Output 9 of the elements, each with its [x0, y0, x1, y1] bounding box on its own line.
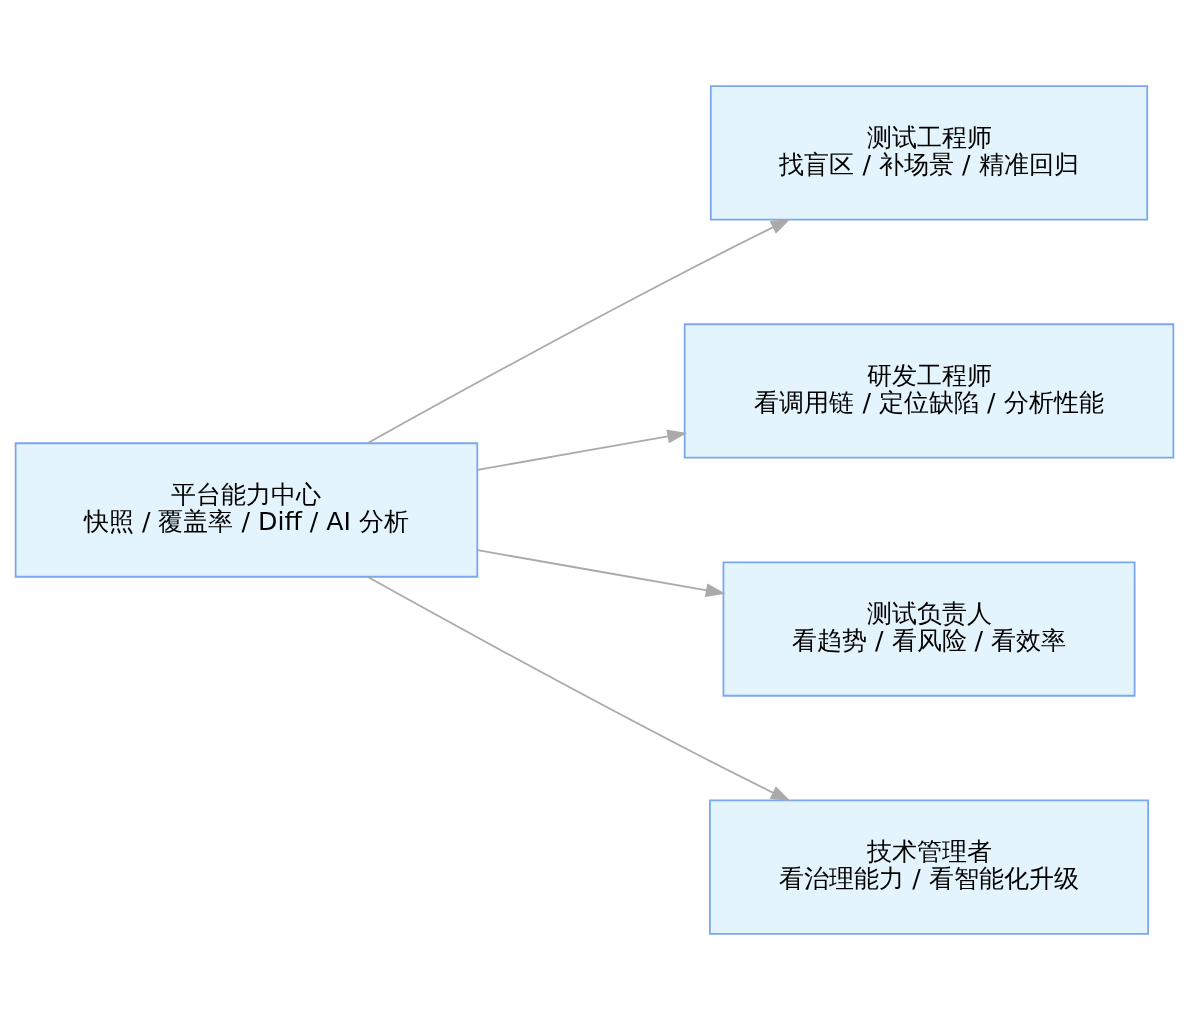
node-box: 测试负责人 看趋势 / 看风险 / 看效率: [722, 561, 1136, 697]
node-box: 技术管理者 看治理能力 / 看智能化升级: [709, 799, 1150, 935]
arrow: [366, 218, 791, 445]
node-box: 测试工程师 找盲区 / 补场景 / 精准回归: [709, 85, 1149, 221]
arrow: [476, 429, 688, 471]
node-box: 研发工程师 看调用链 / 定位缺陷 / 分析性能: [683, 323, 1175, 459]
arrow: [476, 549, 726, 598]
arrow: [366, 575, 791, 802]
node-box: 平台能力中心 快照 / 覆盖率 / Diff / AI 分析: [14, 442, 479, 578]
